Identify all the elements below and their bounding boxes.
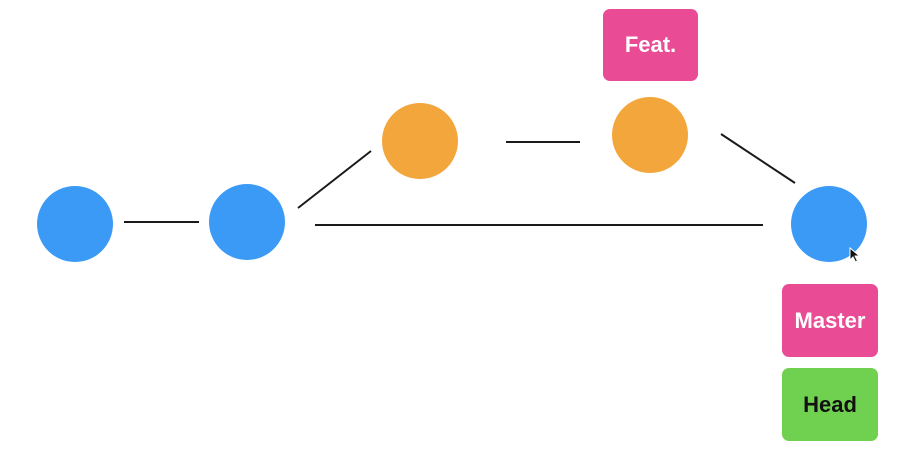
commit-node-c2[interactable] (209, 184, 285, 260)
edge-c2-c3 (297, 150, 372, 209)
feature-branch-label[interactable]: Feat. (603, 9, 698, 81)
mouse-pointer-icon (849, 247, 861, 263)
commit-node-c1[interactable] (37, 186, 113, 262)
commit-node-c5[interactable] (791, 186, 867, 262)
edge-c4-c5 (720, 133, 796, 184)
master-branch-label[interactable]: Master (782, 284, 878, 357)
commit-node-c4[interactable] (612, 97, 688, 173)
head-pointer-label[interactable]: Head (782, 368, 878, 441)
commit-node-c3[interactable] (382, 103, 458, 179)
